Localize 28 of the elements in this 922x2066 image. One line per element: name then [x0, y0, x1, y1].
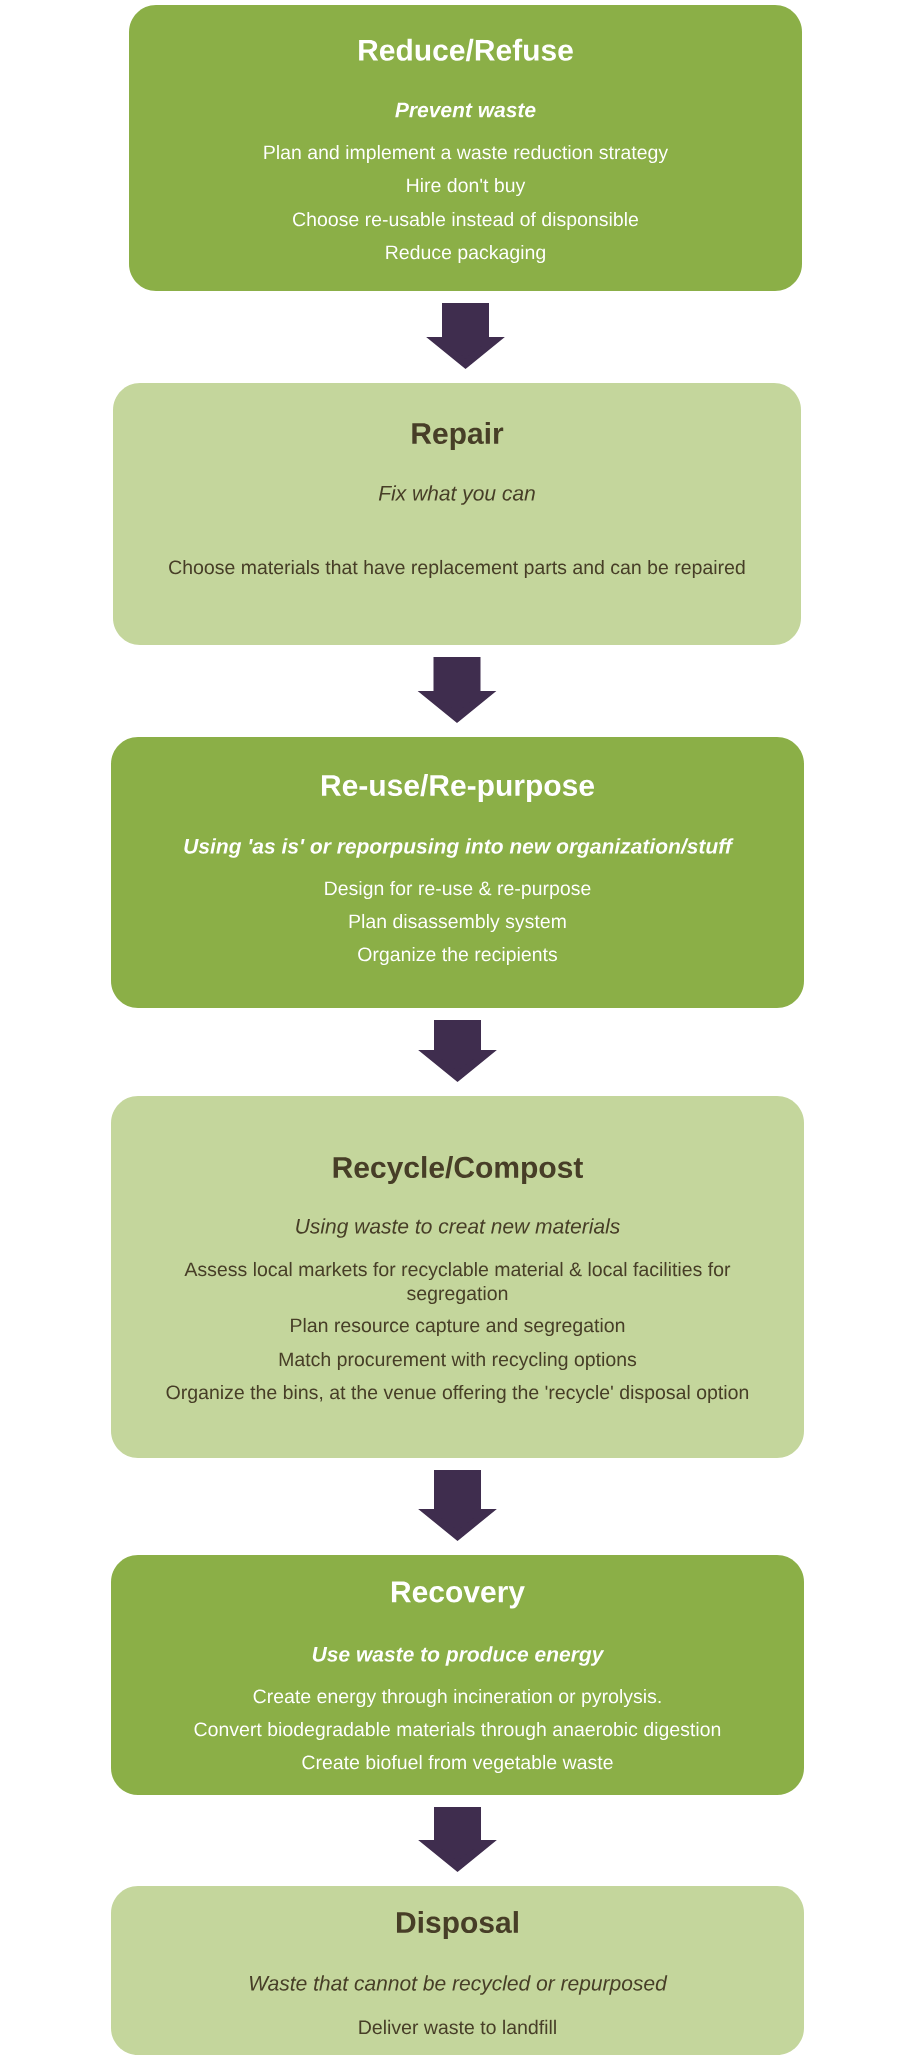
- action-text: Create energy through incineration or pyrolysis.: [253, 1688, 661, 1708]
- stage-title: Reduce/Refuse: [359, 38, 573, 62]
- stage-title: Repair: [412, 422, 504, 450]
- stage-subtitle: Prevent waste: [395, 102, 536, 118]
- action-text: Assess local markets for recyclable material & local facilities for segregation: [184, 1261, 731, 1305]
- stage-subtitle: Using 'as is' or reporpusing into new organization/stuff: [184, 838, 734, 858]
- action-text: Organize the bins, at the venue offering the 'recycle' disposal option: [166, 1384, 749, 1404]
- action-text: Organize the recipients: [358, 946, 557, 966]
- action-text: Plan and implement a waste reduction strategy: [264, 144, 669, 164]
- action-text: Design for re-use & re-purpose: [325, 880, 591, 900]
- stage-title: Re-use/Re-purpose: [322, 774, 594, 802]
- action-text: Plan disassembly system: [349, 913, 566, 933]
- action-text: Plan resource capture and segregation: [291, 1317, 625, 1337]
- stage-title: Recovery: [391, 1581, 525, 1609]
- action-text: Choose re-usable instead of disponsible: [293, 211, 638, 231]
- action-text: Create biofuel from vegetable waste: [302, 1754, 613, 1774]
- action-text: Deliver waste to landfill: [359, 2019, 556, 2035]
- stage-subtitle: Using waste to creat new materials: [296, 1218, 620, 1238]
- stage-title: Disposal: [397, 1911, 518, 1939]
- stage-subtitle: Fix what you can: [378, 485, 535, 505]
- action-text: Hire don't buy: [407, 177, 526, 197]
- stage-subtitle: Waste that cannot be recycled or repurposed: [250, 1975, 668, 1995]
- action-text: Choose materials that have replacement parts and can be repaired: [169, 559, 745, 579]
- action-text: Convert biodegradable materials through anaerobic digestion: [194, 1721, 721, 1741]
- action-text: Match procurement with recycling options: [279, 1351, 637, 1371]
- action-text: Reduce packaging: [386, 244, 545, 264]
- stage-subtitle: Use waste to produce energy: [312, 1646, 605, 1666]
- stage-title: Recycle/Compost: [333, 1156, 583, 1184]
